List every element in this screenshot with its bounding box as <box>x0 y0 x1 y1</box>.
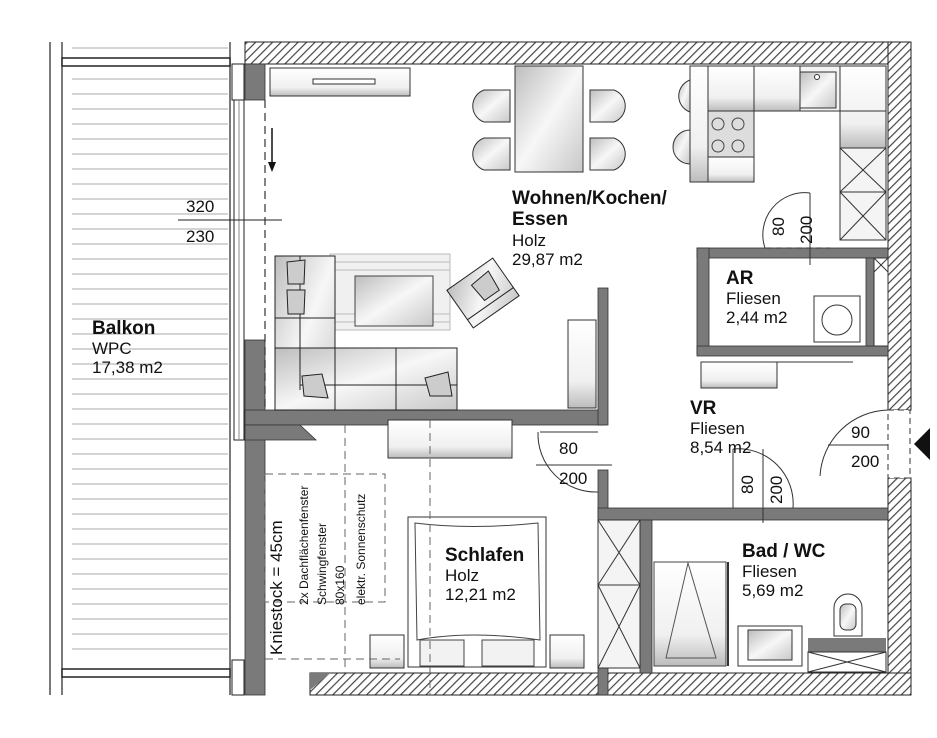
room-label-vr: VR Fliesen 8,54 m2 <box>690 398 751 457</box>
room-area: 2,44 m2 <box>726 308 788 328</box>
balcony-door-indicator <box>178 100 282 410</box>
bad-door-width: 80 <box>738 475 757 494</box>
schlafen-door-width: 80 <box>559 439 578 458</box>
room-label-schlafen: Schlafen Holz 12,21 m2 <box>445 545 524 604</box>
kitchen <box>672 65 887 241</box>
room-floor: WPC <box>92 339 132 359</box>
entrance-arrow-icon <box>914 428 930 460</box>
room-name: Bad / WC <box>742 541 826 562</box>
room-label-balkon: Balkon WPC 17,38 m2 <box>92 318 163 377</box>
room-name: AR <box>726 268 754 289</box>
schlafen-door-height: 200 <box>559 469 588 488</box>
room-label-bad: Bad / WC Fliesen 5,69 m2 <box>742 541 825 600</box>
room-floor: Holz <box>512 230 547 250</box>
kniestock-note: Kniestock = 45cm <box>267 520 286 655</box>
bathroom-fixtures <box>653 561 887 673</box>
ar-door-height: 200 <box>797 215 816 244</box>
balcony-door-height: 230 <box>186 227 215 246</box>
room-name: Balkon <box>92 318 156 339</box>
skylight-note-3: 80x160 <box>333 565 347 605</box>
exterior-walls <box>244 41 912 696</box>
balcony <box>49 42 231 695</box>
skylight-note-4: elektr. Sonnenschutz <box>354 493 368 605</box>
ar-furniture <box>700 257 889 389</box>
balcony-door-width: 320 <box>186 197 215 216</box>
ar-door-width: 80 <box>769 217 788 236</box>
door-swings <box>536 192 911 523</box>
room-area: 5,69 m2 <box>742 581 804 601</box>
room-floor: Fliesen <box>742 562 797 582</box>
room-name-line2: Essen <box>512 209 568 231</box>
room-floor: Fliesen <box>690 419 745 439</box>
windows-left <box>231 63 245 696</box>
room-label-ar: AR Fliesen 2,44 m2 <box>726 268 787 327</box>
room-name: VR <box>690 398 717 419</box>
room-name: Wohnen/Kochen/ <box>512 188 667 209</box>
room-floor: Holz <box>445 566 480 586</box>
room-label-wohnen: Wohnen/Kochen/ Essen Holz 29,87 m2 <box>512 188 667 269</box>
entrance-door-height: 200 <box>851 452 880 471</box>
room-name: Schlafen <box>445 545 525 566</box>
bad-door-height: 200 <box>767 475 786 504</box>
room-area: 8,54 m2 <box>690 438 752 458</box>
bedroom-furniture <box>264 419 641 695</box>
room-area: 12,21 m2 <box>445 585 516 605</box>
room-area: 17,38 m2 <box>92 358 163 378</box>
skylight-note-1: 2x Dachflächenfenster <box>297 485 311 605</box>
entrance-door-width: 90 <box>851 423 870 442</box>
skylight-note-2: Schwingfenster <box>315 522 329 605</box>
room-area: 29,87 m2 <box>512 249 583 269</box>
room-floor: Fliesen <box>726 289 781 309</box>
living-furniture <box>269 65 626 411</box>
